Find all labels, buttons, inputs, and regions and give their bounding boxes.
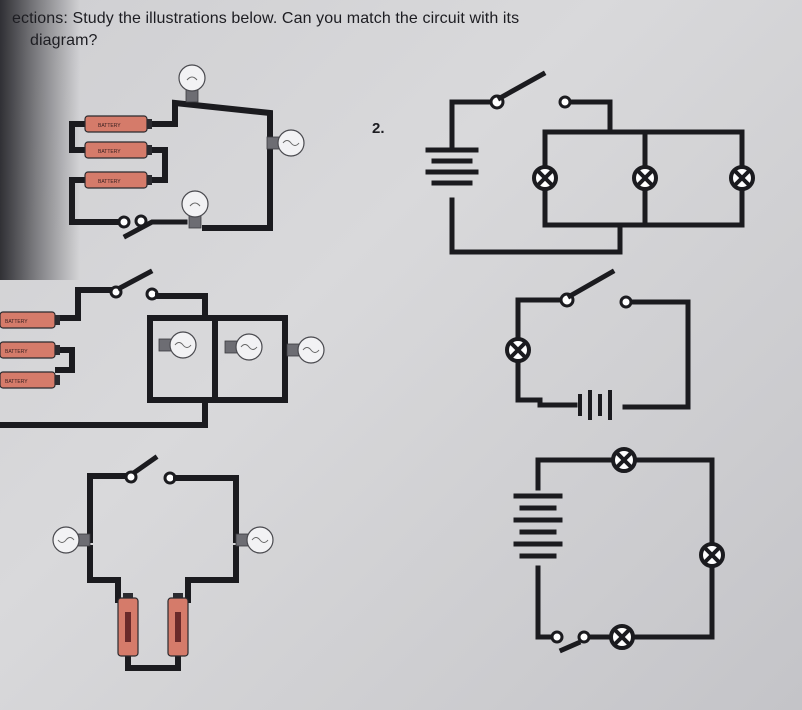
picture-circuit-2: BATTERY BATTERY BATTERY <box>0 268 325 428</box>
picture-circuit-3 <box>52 454 274 671</box>
battery-2c: BATTERY <box>0 371 60 389</box>
diagram-2-parallel <box>425 70 755 255</box>
battery-1a: BATTERY <box>84 115 152 133</box>
battery-1c: BATTERY <box>84 171 152 189</box>
battery-1b: BATTERY <box>84 141 152 159</box>
picture-circuit-1: BATTERY BATTERY BATTERY <box>69 64 305 240</box>
bulb-2c <box>286 336 325 364</box>
battery-3a <box>117 593 139 657</box>
svg-text:BATTERY: BATTERY <box>98 123 121 129</box>
photo-shadow <box>0 0 80 280</box>
lamp-4c <box>609 624 635 650</box>
diagram-4-series <box>513 447 725 654</box>
lamp-4b <box>699 542 725 568</box>
bulb-1a <box>178 64 206 103</box>
lamp-3a <box>505 337 531 363</box>
battery-symbol-2 <box>425 147 479 186</box>
svg-text:BATTERY: BATTERY <box>98 149 121 155</box>
bulb-2a <box>158 331 197 359</box>
bulb-3b <box>235 526 274 554</box>
lamp-2c <box>729 165 755 191</box>
svg-text:BATTERY: BATTERY <box>5 349 28 355</box>
lamp-2a <box>532 165 558 191</box>
lamp-2b <box>632 165 658 191</box>
battery-3b <box>167 593 189 657</box>
diagram-number-label: 2. <box>372 120 385 137</box>
svg-text:BATTERY: BATTERY <box>5 319 28 325</box>
bulb-3a <box>52 526 91 554</box>
battery-symbol-3 <box>578 390 612 420</box>
svg-text:BATTERY: BATTERY <box>98 179 121 185</box>
battery-symbol-4 <box>513 493 563 559</box>
battery-2b: BATTERY <box>0 341 60 359</box>
lamp-4a <box>611 447 637 473</box>
instructions-line-2: diagram? <box>30 32 98 49</box>
instructions-line-1: ections: Study the illustrations below. … <box>12 10 520 27</box>
instructions-text: ections: Study the illustrations below. … <box>12 8 572 52</box>
bulb-2b <box>224 333 263 361</box>
battery-2a: BATTERY <box>0 311 60 329</box>
diagram-3-series <box>505 268 691 420</box>
svg-text:BATTERY: BATTERY <box>5 379 28 385</box>
